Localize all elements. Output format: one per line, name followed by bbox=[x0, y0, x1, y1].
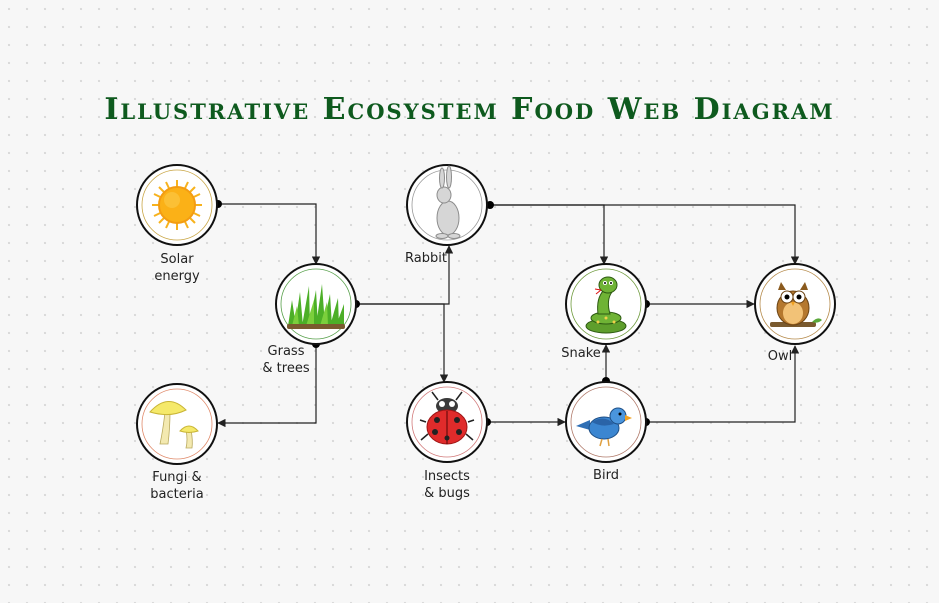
label-owl: Owl bbox=[767, 349, 793, 364]
page-title: Illustrative Ecosystem Food Web Diagram bbox=[104, 92, 835, 127]
node-snake[interactable] bbox=[565, 263, 647, 345]
grass-icon bbox=[287, 284, 345, 329]
label-insects: Insects & bugs bbox=[424, 469, 470, 501]
edge-rabbit-owl bbox=[490, 204, 800, 265]
edge-dot bbox=[486, 201, 494, 209]
label-snake: Snake bbox=[561, 346, 601, 361]
node-insects[interactable] bbox=[406, 381, 488, 463]
snake-icon bbox=[585, 276, 627, 334]
edge-grass-insects bbox=[356, 303, 449, 383]
node-fungi[interactable] bbox=[136, 383, 218, 465]
sun-icon bbox=[152, 180, 202, 230]
label-rabbit: Rabbit bbox=[405, 251, 447, 266]
rabbit-icon bbox=[435, 165, 461, 239]
label-fungi: Fungi & bacteria bbox=[150, 470, 204, 502]
bird-icon bbox=[576, 407, 632, 447]
ladybug-icon bbox=[419, 391, 475, 445]
node-solar[interactable] bbox=[136, 164, 218, 246]
label-solar: Solar energy bbox=[154, 252, 200, 284]
owl-icon bbox=[770, 282, 822, 327]
edge-rabbit-snake bbox=[490, 204, 609, 265]
mushroom-icon bbox=[149, 401, 199, 449]
node-grass[interactable] bbox=[275, 263, 357, 345]
edge-bird-owl bbox=[646, 345, 800, 423]
label-bird: Bird bbox=[593, 468, 619, 483]
edge-grass-fungi bbox=[217, 344, 317, 428]
edge-solar-grass bbox=[218, 203, 321, 265]
node-rabbit[interactable] bbox=[406, 164, 488, 246]
label-grass: Grass & trees bbox=[262, 344, 310, 376]
node-owl[interactable] bbox=[754, 263, 836, 345]
node-bird[interactable] bbox=[565, 381, 647, 463]
